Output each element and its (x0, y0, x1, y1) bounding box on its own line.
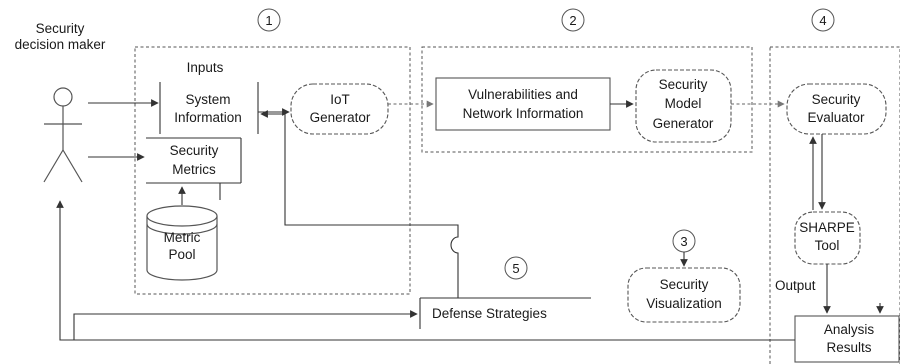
svg-text:Model: Model (665, 96, 702, 111)
stick-figure-icon (43, 87, 83, 183)
step-4-badge: 4 (811, 8, 835, 32)
svg-text:Visualization: Visualization (646, 296, 722, 311)
region-4 (769, 46, 900, 364)
system-information-box: System Information (159, 82, 259, 134)
svg-text:Results: Results (826, 340, 871, 355)
svg-text:Pool: Pool (168, 247, 195, 262)
svg-text:Information: Information (174, 110, 242, 125)
svg-text:Metric: Metric (164, 230, 201, 245)
metric-pool-database-icon: Metric Pool (146, 205, 218, 281)
svg-text:SHARPE: SHARPE (799, 220, 855, 235)
svg-text:Metrics: Metrics (172, 162, 216, 177)
sharpe-tool-box: SHARPE Tool (794, 211, 861, 265)
svg-text:2: 2 (569, 13, 576, 28)
step-5-badge: 5 (504, 256, 528, 280)
inputs-heading: Inputs (187, 60, 224, 75)
connectors (56, 99, 884, 341)
svg-text:Tool: Tool (815, 238, 840, 253)
svg-text:Security: Security (812, 92, 861, 107)
svg-text:Security: Security (660, 277, 709, 292)
svg-text:Generator: Generator (310, 110, 371, 125)
svg-text:Security: Security (659, 77, 708, 92)
step-3-badge: 3 (672, 229, 696, 253)
step-1-badge: 1 (257, 8, 281, 32)
security-model-generator-box: Security Model Generator (635, 69, 732, 143)
svg-text:Generator: Generator (653, 116, 714, 131)
step-2-badge: 2 (561, 8, 585, 32)
svg-text:5: 5 (512, 261, 519, 276)
svg-text:1: 1 (265, 13, 272, 28)
region-2 (421, 46, 753, 153)
actor-label-line2: decision maker (15, 37, 106, 52)
svg-text:3: 3 (680, 234, 687, 249)
region-1 (134, 46, 411, 295)
svg-text:Security: Security (170, 143, 219, 158)
svg-text:Evaluator: Evaluator (807, 110, 865, 125)
security-metrics-box: Security Metrics (146, 137, 242, 184)
security-evaluator-box: Security Evaluator (786, 83, 887, 135)
analysis-results-box: Analysis Results (794, 315, 900, 363)
defense-strategies-box: Defense Strategies (419, 297, 591, 329)
svg-text:4: 4 (819, 13, 826, 28)
svg-text:IoT: IoT (330, 92, 350, 107)
svg-text:Vulnerabilities and: Vulnerabilities and (468, 87, 578, 102)
svg-text:System: System (185, 92, 230, 107)
output-label: Output (775, 278, 816, 293)
svg-text:Network Information: Network Information (463, 106, 584, 121)
svg-text:Analysis: Analysis (824, 322, 875, 337)
iot-generator-box: IoT Generator (290, 83, 389, 135)
security-visualization-box: Security Visualization (627, 267, 741, 323)
actor-label-line1: Security (36, 21, 85, 36)
svg-text:Defense Strategies: Defense Strategies (432, 306, 547, 321)
vulnerabilities-box: Vulnerabilities and Network Information (435, 77, 611, 131)
